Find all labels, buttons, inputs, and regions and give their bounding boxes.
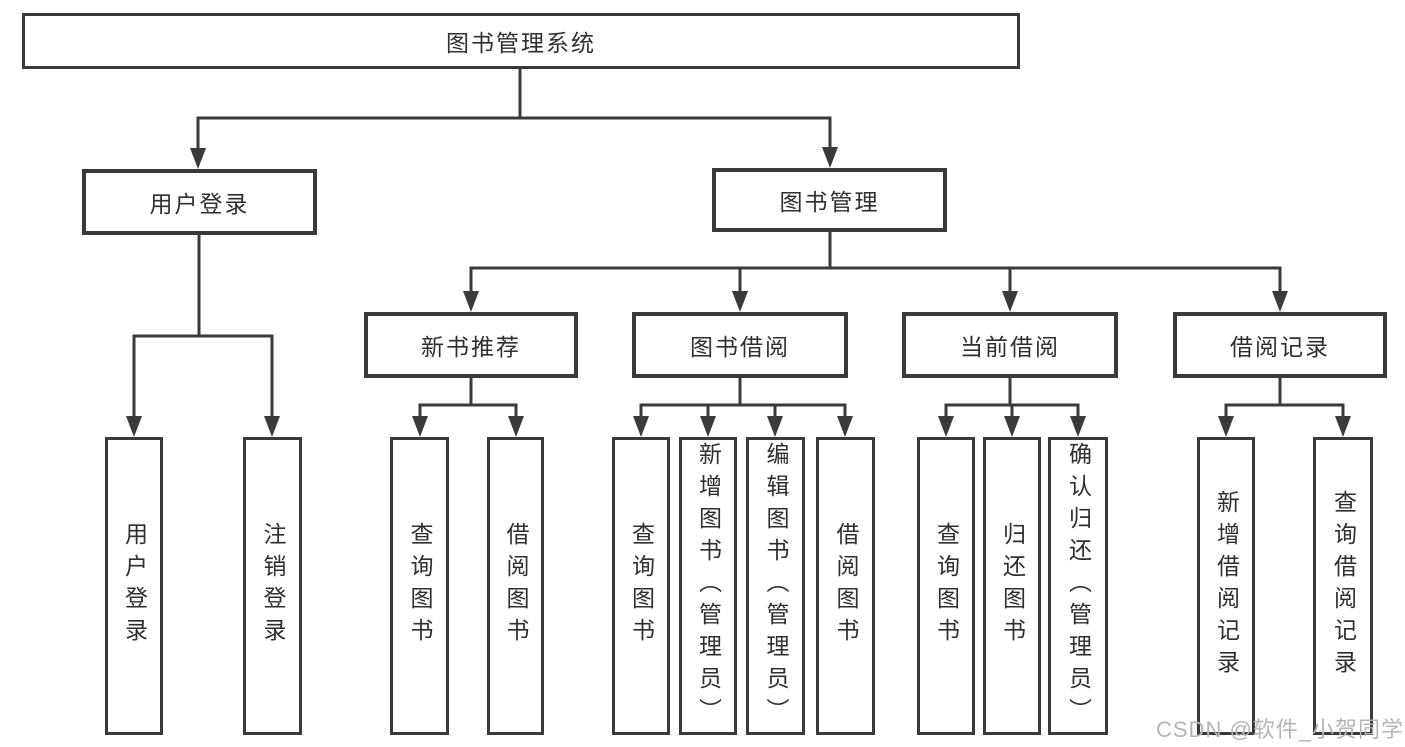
node-user-login-label: 用户登录 — [149, 191, 250, 217]
leaf-user-login: 用户登录 — [105, 437, 163, 735]
leaf-user-login-label: 用户登录 — [121, 522, 148, 650]
leaf-add-book-admin-label: 新增图书（管理员） — [695, 442, 722, 730]
node-new-book-recommend-label: 新书推荐 — [421, 334, 521, 360]
leaf-borrow-book-recommend: 借阅图书 — [487, 437, 544, 735]
leaf-query-book-current-label: 查询图书 — [933, 522, 960, 650]
node-book-borrow-label: 图书借阅 — [690, 334, 790, 360]
leaf-edit-book-admin: 编辑图书（管理员） — [746, 437, 805, 735]
leaf-confirm-return-admin: 确认归还（管理员） — [1048, 437, 1108, 735]
node-current-borrow-label: 当前借阅 — [960, 334, 1060, 360]
leaf-logout: 注销登录 — [243, 437, 302, 735]
leaf-query-book-current: 查询图书 — [917, 437, 975, 735]
leaf-borrow-book-label: 借阅图书 — [833, 522, 859, 650]
leaf-borrow-book-recommend-label: 借阅图书 — [503, 522, 529, 650]
leaf-confirm-return-admin-label: 确认归还（管理员） — [1065, 442, 1092, 730]
leaf-query-book-recommend-label: 查询图书 — [407, 522, 433, 650]
leaf-borrow-book: 借阅图书 — [816, 437, 875, 735]
csdn-watermark: CSDN @软件_小贺同学 — [1156, 717, 1405, 742]
leaf-return-book-label: 归还图书 — [999, 522, 1026, 650]
node-book-management: 图书管理 — [712, 168, 947, 232]
node-new-book-recommend: 新书推荐 — [364, 312, 578, 378]
leaf-query-book-borrow: 查询图书 — [612, 437, 670, 735]
leaf-return-book: 归还图书 — [983, 437, 1041, 735]
leaf-edit-book-admin-label: 编辑图书（管理员） — [763, 442, 789, 730]
node-book-management-label: 图书管理 — [779, 189, 880, 215]
leaf-query-book-recommend: 查询图书 — [390, 437, 449, 735]
leaf-add-borrow-record: 新增借阅记录 — [1197, 437, 1255, 735]
node-root-label: 图书管理系统 — [446, 30, 596, 56]
leaf-logout-label: 注销登录 — [260, 522, 286, 650]
leaf-add-borrow-record-label: 新增借阅记录 — [1213, 490, 1240, 682]
leaf-query-borrow-record: 查询借阅记录 — [1313, 437, 1373, 735]
leaf-add-book-admin: 新增图书（管理员） — [679, 437, 737, 735]
node-borrow-records: 借阅记录 — [1173, 312, 1387, 378]
arrowheads — [126, 147, 1351, 437]
leaf-query-book-borrow-label: 查询图书 — [628, 522, 655, 650]
node-user-login: 用户登录 — [82, 169, 317, 235]
node-current-borrow: 当前借阅 — [902, 312, 1118, 378]
node-book-borrow: 图书借阅 — [632, 312, 848, 378]
node-borrow-records-label: 借阅记录 — [1230, 334, 1330, 360]
leaf-query-borrow-record-label: 查询借阅记录 — [1330, 490, 1357, 682]
node-root-system: 图书管理系统 — [22, 13, 1020, 69]
